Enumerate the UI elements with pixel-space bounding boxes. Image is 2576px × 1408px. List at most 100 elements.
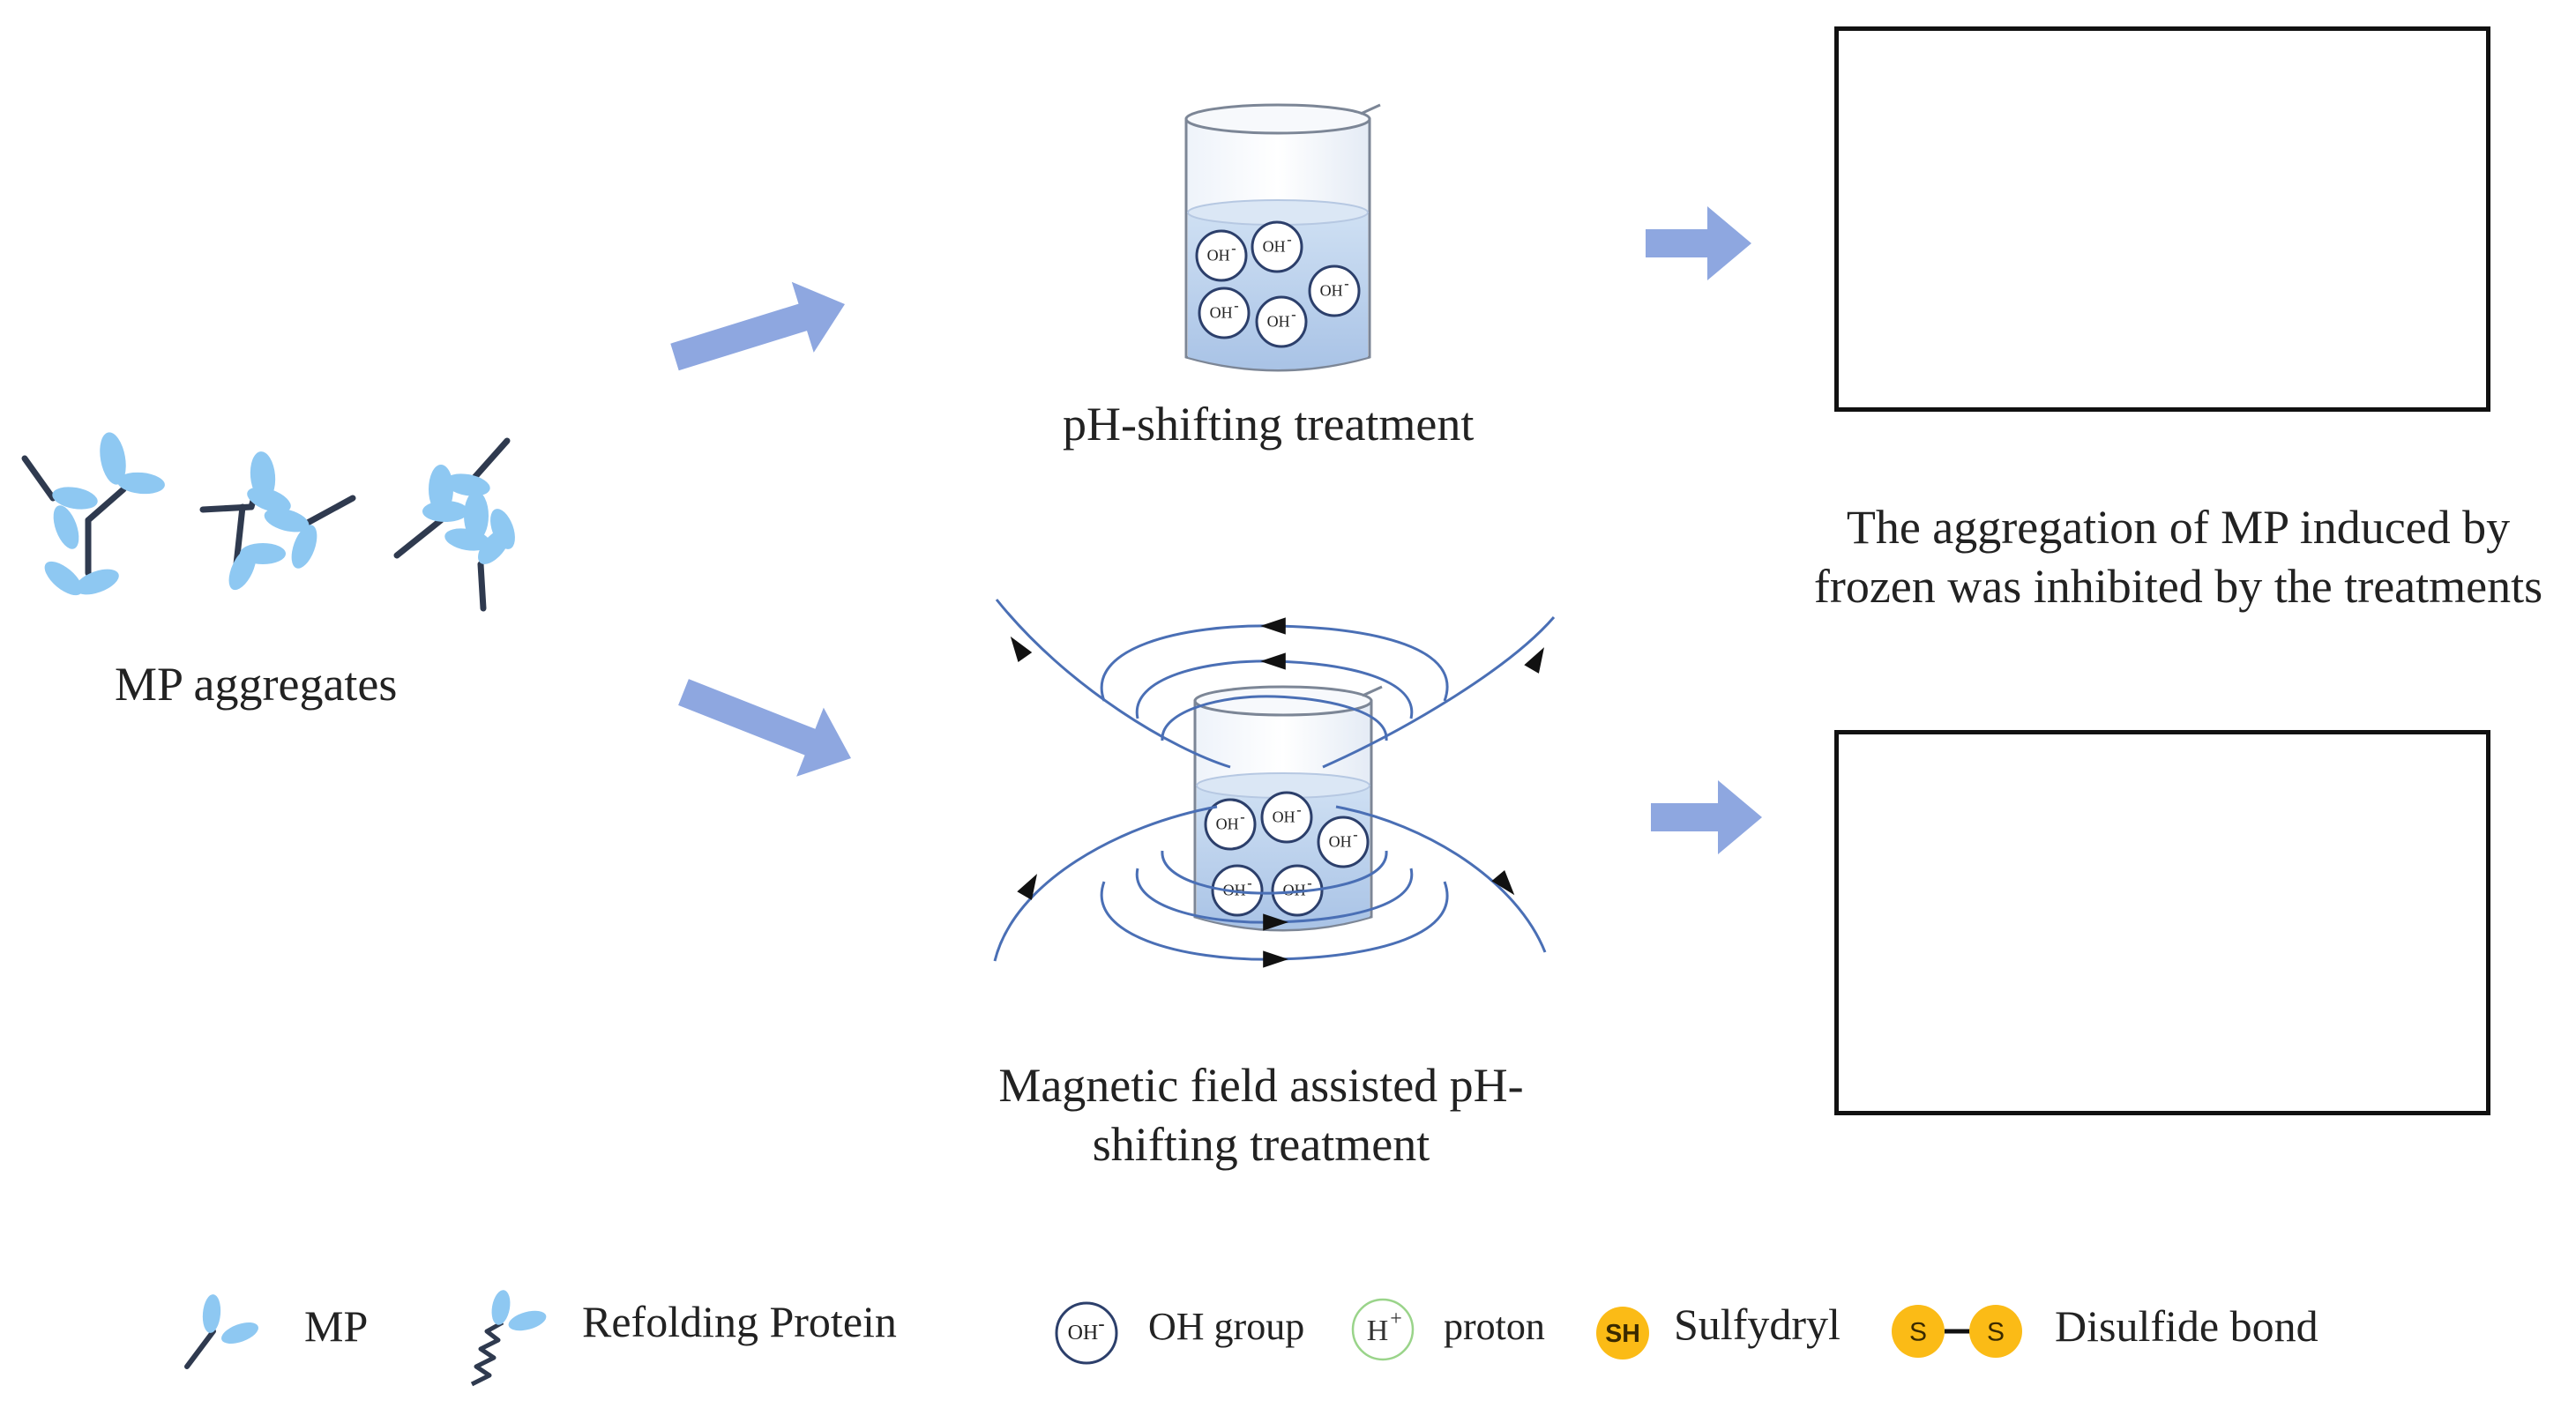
field-outer-upper-right bbox=[1322, 616, 1556, 769]
oh-ion: OH- bbox=[1195, 229, 1248, 282]
field-loop-upper-3 bbox=[1161, 695, 1388, 741]
protein-lobe bbox=[464, 491, 489, 540]
protein-lobe bbox=[44, 561, 83, 596]
protein-lobe bbox=[291, 525, 317, 569]
protein-lobe bbox=[444, 528, 490, 551]
protein-lobe bbox=[264, 508, 310, 533]
protein-lobe bbox=[53, 505, 79, 549]
result-label-line2: frozen was inhibited by the treatments bbox=[1813, 560, 2543, 613]
svg-text:OH: OH bbox=[1283, 882, 1306, 899]
protein-lobe bbox=[240, 543, 286, 564]
svg-text:-: - bbox=[1098, 1313, 1104, 1334]
sulfur-atom bbox=[1892, 1305, 1945, 1358]
protein-lobe bbox=[52, 487, 98, 510]
arrow-to-ph bbox=[670, 281, 845, 371]
field-outer-lower-right bbox=[1335, 805, 1547, 953]
beaker-rim bbox=[1193, 685, 1373, 717]
protein-lobe bbox=[490, 509, 515, 549]
svg-text:-: - bbox=[1291, 307, 1295, 323]
protein-lobe bbox=[508, 1310, 547, 1331]
svg-text:OH: OH bbox=[1329, 833, 1352, 851]
svg-text:+: + bbox=[1390, 1307, 1402, 1330]
svg-text:OH: OH bbox=[1273, 808, 1295, 826]
field-arrowhead bbox=[1260, 652, 1286, 670]
oh-ion: OH- bbox=[1308, 264, 1361, 317]
field-arrowhead bbox=[1524, 647, 1544, 674]
protein-tail bbox=[477, 561, 487, 612]
proton-ring bbox=[1351, 1298, 1415, 1361]
result-box-ph bbox=[1834, 26, 2490, 412]
arrow-ph-result bbox=[1646, 206, 1751, 280]
mp-aggregate bbox=[199, 451, 356, 591]
oh-ion: OH- bbox=[1255, 295, 1308, 348]
svg-text:OH: OH bbox=[1320, 282, 1343, 300]
svg-text:OH: OH bbox=[1068, 1322, 1099, 1345]
protein-tail bbox=[468, 437, 511, 484]
process-arrows bbox=[670, 206, 1762, 854]
svg-text:OH: OH bbox=[1207, 247, 1230, 264]
svg-text:-: - bbox=[1287, 232, 1291, 248]
legend-oh-label: OH group bbox=[1148, 1305, 1305, 1348]
legend-refolding-label: Refolding Protein bbox=[582, 1297, 897, 1346]
svg-text:OH: OH bbox=[1263, 238, 1286, 256]
result-box-magnetic bbox=[1834, 730, 2490, 1115]
oh-ion: OH- bbox=[1204, 798, 1257, 851]
beaker-spout bbox=[1360, 103, 1381, 115]
field-arrowhead bbox=[1491, 870, 1515, 896]
svg-text:H: H bbox=[1367, 1315, 1389, 1347]
legend-sulfydryl-label: Sulfydryl bbox=[1674, 1300, 1841, 1349]
magnetic-label-line2: shifting treatment bbox=[1092, 1118, 1430, 1171]
field-outer-upper-left bbox=[995, 599, 1231, 769]
protein-lobe bbox=[100, 432, 126, 485]
oh-ion: OH- bbox=[1251, 220, 1303, 273]
svg-text:OH: OH bbox=[1267, 313, 1290, 331]
svg-text:SH: SH bbox=[1605, 1320, 1640, 1348]
legend-oh-icon: OH- bbox=[1055, 1301, 1118, 1365]
legend-mp-label: MP bbox=[304, 1301, 369, 1351]
beaker-rim bbox=[1184, 103, 1371, 135]
magnetic-beaker: OH-OH-OH-OH-OH- bbox=[1193, 685, 1383, 932]
legend-proton-icon: H+ bbox=[1351, 1298, 1415, 1361]
mp-aggregate bbox=[393, 437, 515, 612]
svg-text:OH: OH bbox=[1210, 304, 1233, 322]
protein-lobe bbox=[422, 501, 468, 522]
ph-beaker: OH-OH-OH-OH-OH- bbox=[1184, 103, 1381, 372]
sulfydryl: SH bbox=[1596, 1307, 1649, 1360]
field-arrowhead bbox=[1017, 874, 1037, 900]
protein-lobe bbox=[491, 1290, 511, 1325]
legend-disulfide-label: Disulfide bond bbox=[2055, 1301, 2318, 1351]
refolding-chain bbox=[470, 1320, 504, 1387]
field-arrowhead bbox=[1010, 636, 1033, 662]
protein-tail bbox=[233, 503, 246, 568]
result-label-line1: The aggregation of MP induced by bbox=[1846, 501, 2511, 554]
svg-text:S: S bbox=[1987, 1318, 2005, 1347]
svg-text:-: - bbox=[1344, 276, 1348, 292]
legend-proton-label: proton bbox=[1444, 1305, 1545, 1348]
svg-text:OH: OH bbox=[1216, 816, 1239, 833]
beakers: OH-OH-OH-OH-OH-OH-OH-OH-OH-OH- bbox=[1184, 103, 1383, 932]
beaker-spout bbox=[1362, 685, 1383, 697]
protein-lobe bbox=[444, 473, 490, 496]
field-arrowhead bbox=[1263, 913, 1288, 931]
ph-shifting-label: pH-shifting treatment bbox=[1063, 398, 1475, 451]
oh-ion: OH- bbox=[1055, 1301, 1118, 1365]
protein-tail bbox=[301, 495, 356, 528]
arrow-magnetic-result bbox=[1651, 780, 1762, 854]
oh-ion: OH- bbox=[1198, 287, 1251, 339]
oh-ion: OH- bbox=[1260, 791, 1313, 844]
legend-mp-icon bbox=[184, 1294, 258, 1369]
svg-text:S: S bbox=[1909, 1318, 1927, 1347]
protein-tail bbox=[21, 455, 56, 502]
protein-lobe bbox=[221, 1322, 258, 1345]
legend-refolding-icon bbox=[470, 1290, 547, 1387]
field-arrowhead bbox=[1263, 950, 1288, 968]
protein-lobe bbox=[117, 472, 165, 495]
protein-tail bbox=[184, 1329, 216, 1369]
svg-text:OH: OH bbox=[1223, 882, 1246, 899]
protein-lobe bbox=[247, 487, 291, 513]
protein-tail bbox=[393, 517, 444, 559]
magnetic-label-line1: Magnetic field assisted pH- bbox=[998, 1059, 1524, 1112]
